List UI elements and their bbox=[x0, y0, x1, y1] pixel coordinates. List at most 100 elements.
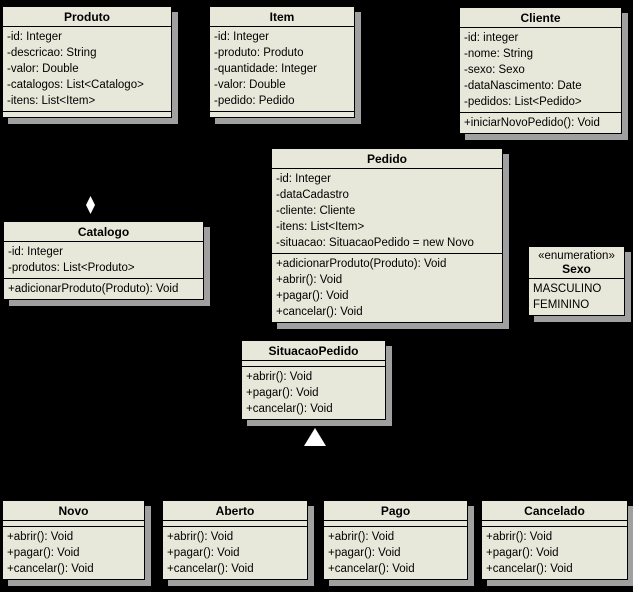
method: +iniciarNovoPedido(): Void bbox=[464, 117, 600, 129]
class-pago[interactable]: Pago +abrir(): Void +pagar(): Void +canc… bbox=[323, 500, 468, 580]
association-cliente-sexo-line bbox=[601, 131, 602, 246]
class-pedido[interactable]: Pedido -id: Integer -dataCadastro -clien… bbox=[271, 148, 503, 323]
method: +pagar(): Void bbox=[276, 290, 349, 302]
enum-literal: FEMININO bbox=[533, 299, 590, 311]
methods-compartment: +abrir(): Void +pagar(): Void +cancelar(… bbox=[482, 526, 627, 579]
attribute: -valor: Double bbox=[214, 79, 286, 91]
attributes-compartment: -id: Integer -descricao: String -valor: … bbox=[3, 27, 171, 111]
attribute: -itens: List<Item> bbox=[276, 221, 365, 233]
stereotype-label: «enumeration» bbox=[538, 250, 615, 262]
class-produto[interactable]: Produto -id: Integer -descricao: String … bbox=[2, 6, 172, 118]
method: +cancelar(): Void bbox=[246, 403, 333, 415]
method: +pagar(): Void bbox=[246, 387, 319, 399]
enum-literal: MASCULINO bbox=[533, 283, 602, 295]
enum-literals-compartment: MASCULINO FEMININO bbox=[529, 279, 624, 315]
class-title: SituacaoPedido bbox=[242, 341, 385, 361]
method: +cancelar(): Void bbox=[167, 563, 254, 575]
method: +adicionarProduto(Produto): Void bbox=[276, 258, 447, 270]
attributes-compartment: -id: integer -nome: String -sexo: Sexo -… bbox=[460, 28, 621, 112]
attribute: -produtos: List<Produto> bbox=[8, 262, 135, 274]
method: +cancelar(): Void bbox=[276, 306, 363, 318]
attribute: -catalogos: List<Catalogo> bbox=[7, 79, 144, 91]
association-item-pedido-line-h bbox=[238, 200, 271, 201]
association-pedido-situacao-line bbox=[358, 316, 359, 340]
attribute: -situacao: SituacaoPedido = new Novo bbox=[276, 237, 474, 249]
method: +pagar(): Void bbox=[167, 547, 240, 559]
class-situacaopedido[interactable]: SituacaoPedido +abrir(): Void +pagar(): … bbox=[241, 340, 386, 420]
attributes-compartment: -id: Integer -dataCadastro -cliente: Cli… bbox=[272, 169, 502, 253]
method: +abrir(): Void bbox=[328, 531, 395, 543]
aggregation-diamond-stem-line bbox=[90, 213, 91, 221]
attribute: -produto: Produto bbox=[214, 47, 304, 59]
generalization-triangle-icon bbox=[304, 428, 326, 446]
class-title: Aberto bbox=[163, 501, 307, 521]
class-catalogo[interactable]: Catalogo -id: Integer -produtos: List<Pr… bbox=[3, 221, 204, 300]
methods-compartment: +abrir(): Void +pagar(): Void +cancelar(… bbox=[242, 366, 385, 419]
generalization-aberto-line bbox=[235, 470, 236, 500]
attributes-compartment: -id: Integer -produto: Produto -quantida… bbox=[210, 27, 354, 111]
class-title: Cancelado bbox=[482, 501, 627, 521]
attribute: -id: Integer bbox=[276, 173, 331, 185]
methods-compartment: +adicionarProduto(Produto): Void bbox=[4, 278, 203, 299]
generalization-cancelado-line bbox=[555, 470, 556, 500]
methods-compartment: +iniciarNovoPedido(): Void bbox=[460, 112, 621, 133]
attribute: -pedidos: List<Pedido> bbox=[464, 96, 582, 108]
generalization-bus-line bbox=[73, 470, 556, 471]
method: +abrir(): Void bbox=[246, 371, 313, 383]
method: +abrir(): Void bbox=[167, 531, 234, 543]
class-aberto[interactable]: Aberto +abrir(): Void +pagar(): Void +ca… bbox=[162, 500, 308, 580]
association-item-produto-line bbox=[182, 49, 209, 50]
method: +pagar(): Void bbox=[486, 547, 559, 559]
attribute: -dataNascimento: Date bbox=[464, 80, 582, 92]
method: +abrir(): Void bbox=[7, 531, 74, 543]
class-novo[interactable]: Novo +abrir(): Void +pagar(): Void +canc… bbox=[2, 500, 145, 580]
methods-compartment: +abrir(): Void +pagar(): Void +cancelar(… bbox=[163, 526, 307, 579]
arrowhead-cliente-to-pedido-icon bbox=[502, 211, 514, 223]
method: +cancelar(): Void bbox=[7, 563, 94, 575]
enum-sexo[interactable]: «enumeration» Sexo MASCULINO FEMININO bbox=[528, 246, 625, 316]
method: +abrir(): Void bbox=[486, 531, 553, 543]
class-title: Novo bbox=[3, 501, 144, 521]
class-title: Produto bbox=[3, 7, 171, 27]
method: +adicionarProduto(Produto): Void bbox=[8, 283, 179, 295]
attribute: -id: integer bbox=[464, 32, 519, 44]
association-item-pedido-line-v bbox=[238, 114, 239, 200]
attribute: -nome: String bbox=[464, 48, 534, 60]
attribute: -dataCadastro bbox=[276, 189, 349, 201]
generalization-pago-line bbox=[396, 470, 397, 500]
attribute: -quantidade: Integer bbox=[214, 63, 317, 75]
class-cancelado[interactable]: Cancelado +abrir(): Void +pagar(): Void … bbox=[481, 500, 628, 580]
method: +pagar(): Void bbox=[7, 547, 80, 559]
class-item[interactable]: Item -id: Integer -produto: Produto -qua… bbox=[209, 6, 355, 118]
methods-compartment-empty bbox=[3, 111, 171, 117]
methods-compartment: +abrir(): Void +pagar(): Void +cancelar(… bbox=[3, 526, 144, 579]
class-title: Pedido bbox=[272, 149, 502, 169]
generalization-stem-line bbox=[314, 446, 315, 470]
generalization-novo-line bbox=[73, 470, 74, 500]
attribute: -id: Integer bbox=[8, 246, 63, 258]
enum-title: «enumeration» Sexo bbox=[529, 247, 624, 279]
attribute: -sexo: Sexo bbox=[464, 64, 525, 76]
arrowhead-item-to-produto-icon bbox=[171, 44, 183, 56]
aggregation-diamond-icon bbox=[86, 196, 95, 214]
method: +cancelar(): Void bbox=[328, 563, 415, 575]
class-cliente[interactable]: Cliente -id: integer -nome: String -sexo… bbox=[459, 7, 622, 134]
methods-compartment: +abrir(): Void +pagar(): Void +cancelar(… bbox=[324, 526, 467, 579]
methods-compartment: +adicionarProduto(Produto): Void +abrir(… bbox=[272, 253, 502, 322]
class-title: Item bbox=[210, 7, 354, 27]
association-cliente-pedido-line-v bbox=[614, 138, 615, 217]
enum-name: Sexo bbox=[562, 262, 591, 276]
methods-compartment-empty bbox=[210, 111, 354, 117]
attribute: -id: Integer bbox=[214, 31, 269, 43]
attribute: -descricao: String bbox=[7, 47, 97, 59]
association-pedido-cliente-line bbox=[540, 131, 541, 148]
attribute: -itens: List<Item> bbox=[7, 95, 96, 107]
attribute: -pedido: Pedido bbox=[214, 95, 295, 107]
aggregation-produto-catalogo-line bbox=[90, 116, 91, 197]
class-title: Cliente bbox=[460, 8, 621, 28]
method: +abrir(): Void bbox=[276, 274, 343, 286]
class-title: Catalogo bbox=[4, 222, 203, 242]
method: +cancelar(): Void bbox=[486, 563, 573, 575]
class-title: Pago bbox=[324, 501, 467, 521]
